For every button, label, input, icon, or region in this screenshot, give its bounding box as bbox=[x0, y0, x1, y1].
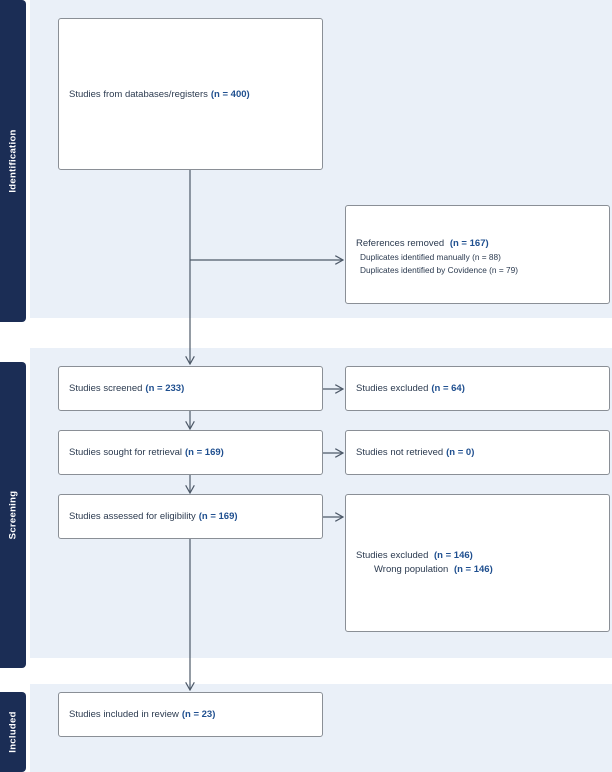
excluded-screening-box: Studies excluded (n = 64) bbox=[345, 366, 610, 411]
phase-screening: Screening bbox=[0, 362, 26, 668]
eligibility-count: (n = 169) bbox=[198, 511, 238, 522]
included-box: Studies included in review (n = 23) bbox=[58, 692, 323, 737]
excluded-eligibility-count: (n = 146) bbox=[434, 550, 473, 561]
databases-box: Studies from databases/registers (n = 40… bbox=[58, 18, 323, 170]
not-retrieved-count: (n = 0) bbox=[446, 447, 475, 458]
excluded-screening-count: (n = 64) bbox=[431, 383, 465, 394]
screened-label: Studies screened bbox=[69, 383, 143, 394]
included-count: (n = 23) bbox=[181, 709, 216, 720]
retrieval-count: (n = 169) bbox=[185, 447, 224, 458]
retrieval-box: Studies sought for retrieval (n = 169) bbox=[58, 430, 323, 475]
excluded-eligibility-box: Studies excluded (n = 146) Wrong populat… bbox=[345, 494, 610, 632]
removed-count: (n = 167) bbox=[449, 238, 489, 249]
screened-box: Studies screened (n = 233) bbox=[58, 366, 323, 411]
wrong-population-label: Wrong population bbox=[374, 564, 449, 575]
included-label: Studies included in review bbox=[69, 709, 179, 720]
databases-label: Studies from databases/registers bbox=[69, 88, 208, 100]
databases-count: (n = 400) bbox=[210, 88, 250, 100]
eligibility-label: Studies assessed for eligibility bbox=[69, 511, 196, 522]
retrieval-label: Studies sought for retrieval bbox=[69, 447, 183, 458]
excluded-eligibility-label: Studies excluded bbox=[356, 550, 429, 561]
screened-count: (n = 233) bbox=[145, 383, 185, 394]
removed-label: References removed bbox=[356, 238, 445, 249]
excluded-screening-label: Studies excluded bbox=[356, 383, 429, 394]
not-retrieved-label: Studies not retrieved bbox=[356, 447, 444, 458]
phase-identification: Identification bbox=[0, 0, 26, 322]
not-retrieved-box: Studies not retrieved (n = 0) bbox=[345, 430, 610, 475]
phase-included: Included bbox=[0, 692, 26, 772]
removed-item-covidence: Duplicates identified by Covidence (n = … bbox=[360, 265, 518, 275]
removed-box: References removed (n = 167) Duplicates … bbox=[345, 205, 610, 304]
removed-item-manual: Duplicates identified manually (n = 88) bbox=[360, 252, 501, 262]
wrong-population-count: (n = 146) bbox=[453, 564, 493, 575]
eligibility-box: Studies assessed for eligibility (n = 16… bbox=[58, 494, 323, 539]
